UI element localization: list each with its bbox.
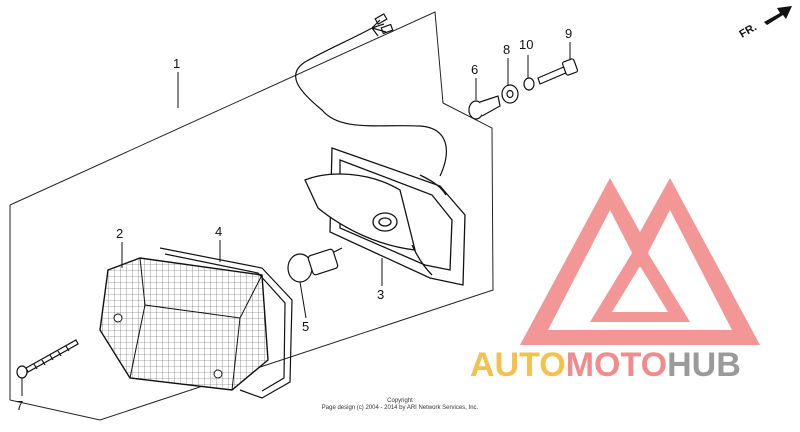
gasket-part	[159, 247, 293, 399]
lens-part	[99, 257, 269, 391]
nut-part	[523, 77, 535, 91]
front-arrow-icon	[764, 6, 792, 25]
copyright-text: Page design (c) 2004 - 2014 by ARI Netwo…	[321, 405, 479, 411]
callout-6: 6	[471, 62, 478, 77]
callout-9: 9	[565, 26, 572, 41]
callout-3: 3	[377, 287, 384, 302]
leader-lines	[21, 42, 571, 396]
callout-7: 7	[16, 398, 23, 413]
callout-2: 2	[116, 226, 123, 241]
callout-4: 4	[215, 224, 222, 239]
assembly-outline	[9, 11, 494, 421]
wire-harness	[295, 13, 447, 177]
housing-part	[304, 147, 466, 286]
copyright-title: Copyright	[387, 398, 413, 404]
callout-8: 8	[503, 42, 510, 57]
front-direction-label: FR.	[738, 21, 759, 40]
front-direction-indicator: FR.	[738, 6, 792, 41]
watermark-logo-icon	[520, 178, 760, 345]
watermark-brand-part3: HUB	[667, 346, 741, 384]
collar-part	[468, 95, 501, 120]
watermark-brand-part2: MOTO	[565, 346, 668, 384]
watermark-brand: AUTOMOTOHUB	[470, 346, 741, 385]
callout-1: 1	[173, 56, 180, 71]
callout-5: 5	[302, 319, 309, 334]
callout-10: 10	[519, 37, 533, 52]
bolt-part	[537, 58, 579, 85]
screw-part	[16, 339, 79, 379]
washer-part	[501, 84, 519, 104]
bulb-part	[287, 247, 343, 283]
copyright-notice: Copyright Page design (c) 2004 - 2014 by…	[300, 398, 500, 412]
watermark-brand-part1: AUTO	[470, 346, 566, 384]
